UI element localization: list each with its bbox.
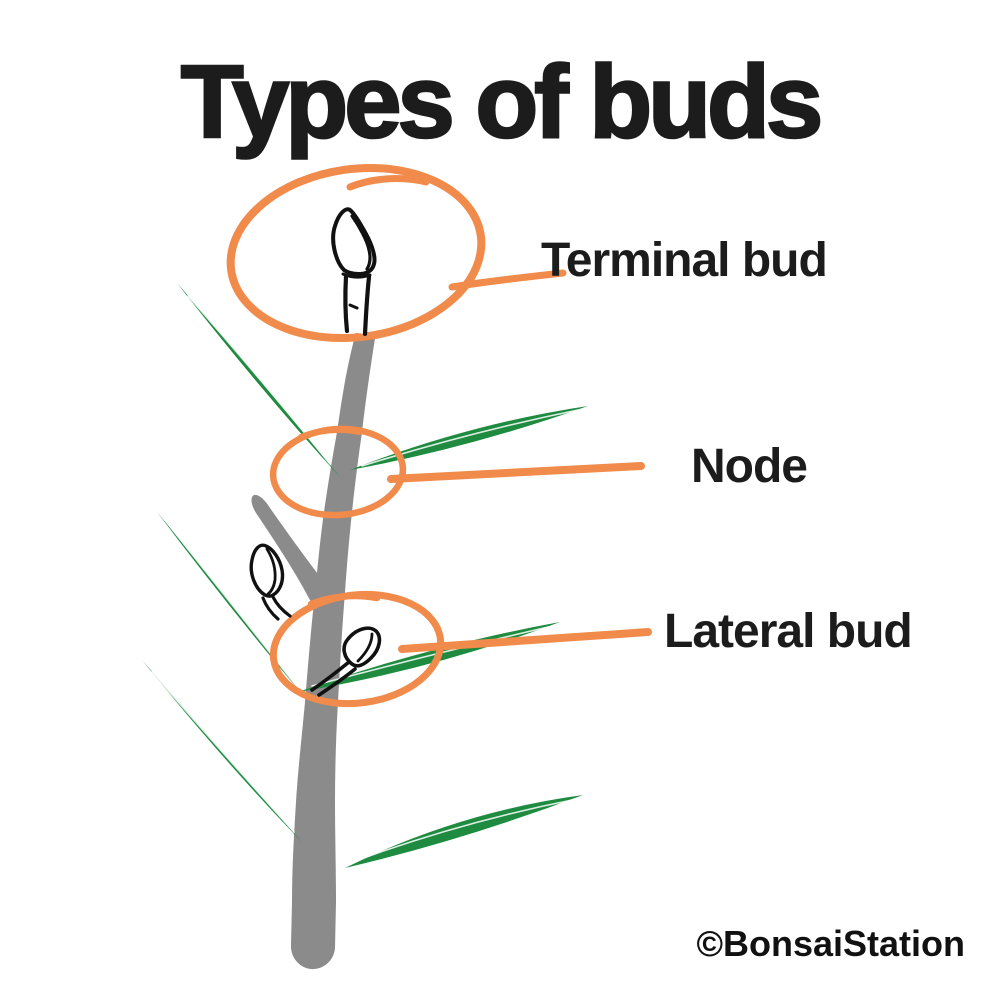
- lateral-bud-stalk: [317, 667, 357, 697]
- main-stem: [290, 332, 376, 970]
- buds-group: [249, 207, 382, 697]
- terminal-bud-label: Terminal bud: [541, 234, 828, 287]
- leaf-lower-right: [345, 795, 583, 868]
- leaf-vein: [187, 295, 331, 465]
- small-lateral-bud-icon: [249, 543, 292, 621]
- lateral-callout-line: [398, 628, 652, 653]
- small-bud-stalk: [261, 596, 280, 621]
- terminal-bud-stalk-left: [343, 273, 350, 334]
- terminal-callout-line: [448, 269, 567, 291]
- terminal-bud-circle: [226, 163, 486, 343]
- node-callout-line: [387, 462, 645, 483]
- leaf-vein: [167, 523, 299, 689]
- leaf-vein: [151, 671, 295, 833]
- terminal-bud-fold: [350, 214, 372, 271]
- terminal-bud-stalk-right: [362, 274, 372, 337]
- node-label: Node: [691, 440, 808, 493]
- terminal-bud-body: [331, 207, 377, 276]
- watermark-credit: ©BonsaiStation: [696, 923, 965, 964]
- node-circle-overshoot-stroke: [298, 426, 362, 440]
- terminal-bud-icon: [331, 207, 377, 337]
- lateral-circle-overshoot-stroke: [307, 592, 381, 608]
- lateral-bud-body: [342, 626, 382, 668]
- lateral-bud-fold: [356, 632, 374, 663]
- terminal-bud-stalk-dash: [348, 303, 359, 310]
- leaf-vein: [357, 799, 573, 861]
- terminal-circle-overshoot-stroke: [346, 175, 430, 191]
- small-bud-stalk: [271, 595, 292, 618]
- lateral-bud-label: Lateral bud: [664, 605, 913, 658]
- annotations-group: [226, 163, 652, 708]
- small-bud-fold: [265, 547, 277, 597]
- lateral-bud-icon: [310, 626, 382, 697]
- page-title: Types of buds: [179, 44, 824, 159]
- small-bud-body: [249, 543, 285, 598]
- leaf-upper-right: [350, 406, 588, 470]
- leaf-upper-left: [177, 283, 340, 477]
- lateral-bud-stalk: [310, 660, 351, 692]
- stem-group: [251, 332, 376, 970]
- leaf-vein: [361, 409, 579, 467]
